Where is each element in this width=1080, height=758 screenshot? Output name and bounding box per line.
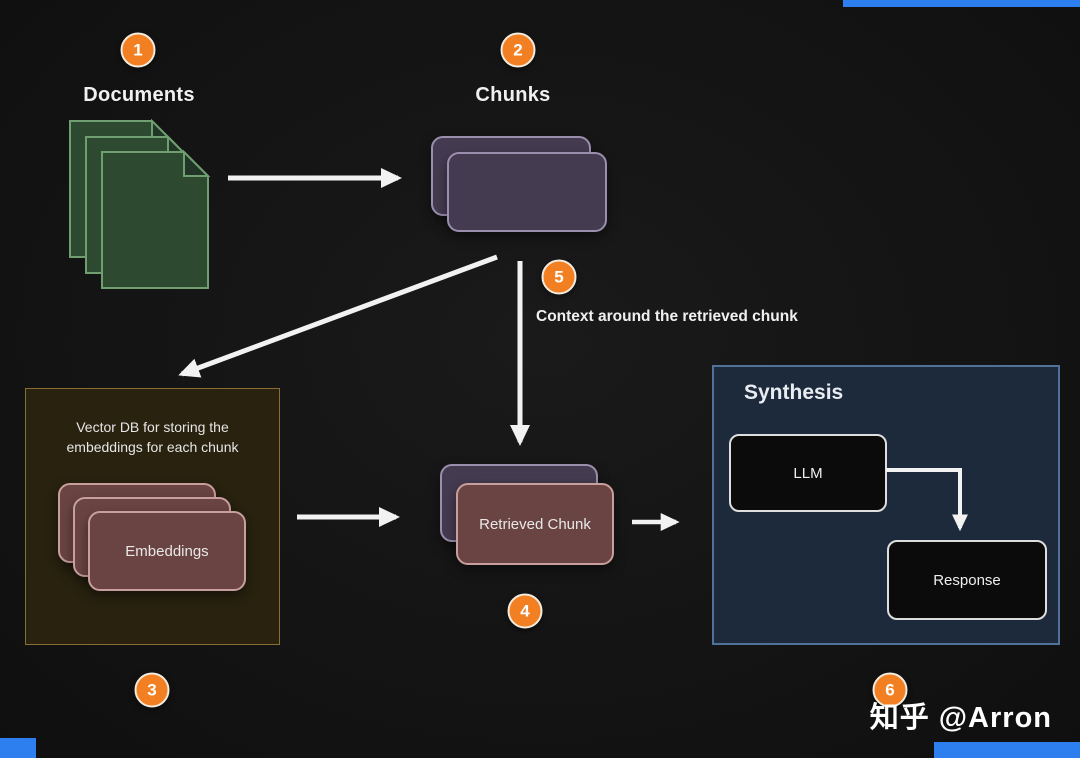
llm-box: LLM bbox=[729, 434, 887, 512]
blue-strip-bottom-left bbox=[0, 738, 36, 758]
response-label: Response bbox=[933, 571, 1001, 589]
document-page-back-fold bbox=[151, 118, 179, 146]
blue-strip-top-right bbox=[843, 0, 1080, 7]
document-page-front bbox=[101, 151, 209, 289]
document-page-back bbox=[69, 120, 177, 258]
step-badge-5: 5 bbox=[541, 259, 577, 295]
chunks-label: Chunks bbox=[475, 84, 551, 106]
step-badge-6: 6 bbox=[872, 672, 908, 708]
blue-strip-bottom-right bbox=[934, 742, 1080, 758]
step-badge-4: 4 bbox=[507, 593, 543, 629]
vector-db-box: Vector DB for storing the embeddings for… bbox=[25, 388, 280, 645]
document-page-middle-fold bbox=[167, 134, 195, 162]
llm-label: LLM bbox=[793, 464, 823, 482]
embeddings-label: Embeddings bbox=[125, 542, 209, 560]
arrow-chunks-to-vectordb bbox=[178, 254, 498, 378]
embedding-card-front: Embeddings bbox=[88, 511, 246, 591]
retrieved-chunk-label: Retrieved Chunk bbox=[479, 515, 591, 533]
documents-label: Documents bbox=[83, 84, 195, 106]
step-badge-2: 2 bbox=[500, 32, 536, 68]
response-box: Response bbox=[887, 540, 1047, 620]
synthesis-box: Synthesis LLM Response bbox=[712, 365, 1060, 645]
chunk-card-front bbox=[447, 152, 607, 232]
documents-stack-icon bbox=[69, 118, 211, 289]
document-page-middle bbox=[85, 136, 193, 274]
synthesis-title: Synthesis bbox=[744, 381, 844, 404]
step-badge-1: 1 bbox=[120, 32, 156, 68]
vector-db-caption: Vector DB for storing the embeddings for… bbox=[66, 419, 239, 456]
watermark-zhihu-arron: 知乎 @Arron bbox=[869, 702, 1052, 734]
step-badge-3: 3 bbox=[134, 672, 170, 708]
context-note: Context around the retrieved chunk bbox=[536, 308, 798, 325]
document-page-front-fold bbox=[183, 149, 211, 177]
retrieved-chunk-front: Retrieved Chunk bbox=[456, 483, 614, 565]
